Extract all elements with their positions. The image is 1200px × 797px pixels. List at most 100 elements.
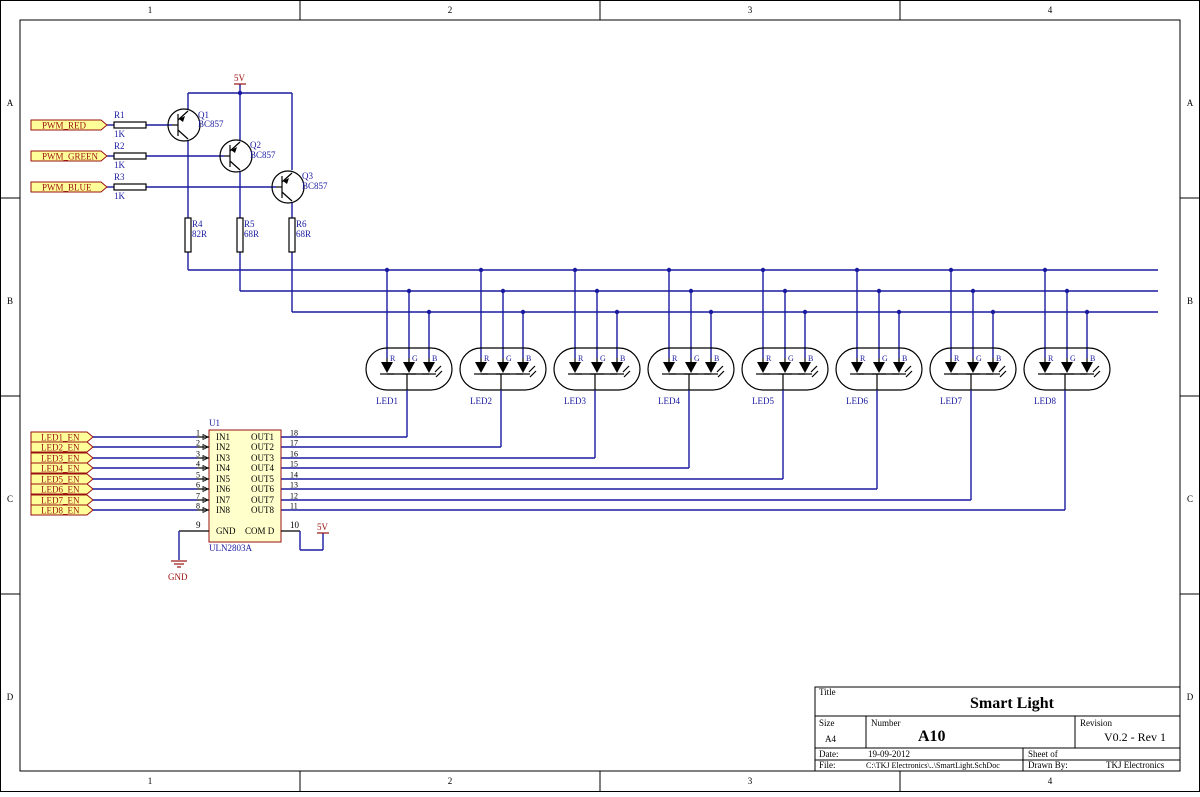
tb-file: C:\TKJ Electronics\..\SmartLight.SchDoc <box>866 761 1000 770</box>
port-pwm-blue-label: PWM_BLUE <box>42 183 92 193</box>
rgb-led-3-pin-letter: B <box>620 354 625 363</box>
uln-gnd-pin: 9 <box>196 520 201 530</box>
rgb-led-2-ref: LED2 <box>470 396 492 406</box>
rgb-led-4-pin-letter: R <box>672 354 678 363</box>
transistor-q1-ref: Q1 <box>198 110 209 120</box>
power-5v-uln-label: 5V <box>317 522 329 532</box>
rgb-led-5-ref: LED5 <box>752 396 774 406</box>
port-pwm-green-shape <box>30 150 108 162</box>
transistor-q2-symbol <box>219 139 253 173</box>
port-led2_en: LED2_EN <box>30 441 197 453</box>
rgb-led-8-pin-letter: B <box>1090 354 1095 363</box>
resistor-r2-ref: R2 <box>114 141 125 151</box>
port-led3_en-label: LED3_EN <box>41 454 80 464</box>
tb-number: A10 <box>918 728 946 745</box>
port-led5_en-label: LED5_EN <box>41 475 80 485</box>
uln-com-label: COM D <box>245 526 275 536</box>
port-led1_en: LED1_EN <box>30 431 197 443</box>
resistor-r3-value: 1K <box>114 191 126 201</box>
rgb-led-6: R G B LED6 <box>281 267 923 490</box>
port-led8_en-label: LED8_EN <box>41 506 80 516</box>
title-block: Title Smart Light Size A4 Number A10 Rev… <box>814 686 1181 772</box>
rgb-led-2-pin-letter: G <box>506 354 512 363</box>
transistor-q3-part: BC857 <box>302 181 328 191</box>
rgb-led-4-package <box>647 347 735 391</box>
port-led4_en: LED4_EN <box>30 462 197 474</box>
port-led7_en-label: LED7_EN <box>41 496 80 506</box>
driver-wires <box>107 84 1158 313</box>
zone-row-d-right: D <box>1187 692 1194 702</box>
rgb-led-5-pin-letter: R <box>766 354 772 363</box>
rgb-led-3: R G B LED3 <box>281 267 641 459</box>
transistor-q3-symbol <box>271 170 305 204</box>
rgb-led-2-pin-letter: R <box>484 354 490 363</box>
rgb-led-3-ref: LED3 <box>564 396 586 406</box>
rgb-led-5-package <box>741 347 829 391</box>
zone-col-3-top: 3 <box>748 5 753 15</box>
zone-col-3-bottom: 3 <box>748 776 753 786</box>
rgb-led-5: R G B LED5 <box>281 267 829 480</box>
zone-row-a-right: A <box>1187 98 1194 108</box>
uln-output-label: OUT1 <box>251 432 274 442</box>
port-led7_en: LED7_EN <box>30 494 197 506</box>
rgb-led-2-pin-letter: B <box>526 354 531 363</box>
rgb-led-8-package <box>1023 347 1111 391</box>
uln-input-pin-number: 5 <box>196 471 200 480</box>
rgb-led-8-pin-letter: R <box>1048 354 1054 363</box>
uln-input-pin-number: 1 <box>196 429 200 438</box>
rgb-led-5-pin-letter: B <box>808 354 813 363</box>
uln-output-pin-number: 15 <box>290 460 298 469</box>
resistor-r6-ref: R6 <box>296 219 307 229</box>
uln-input-pin-number: 4 <box>196 460 200 469</box>
uln-input-5: 5 IN5 <box>196 471 230 485</box>
tb-drawn-label: Drawn By: <box>1028 760 1068 770</box>
uln-output-pin-number: 17 <box>290 439 298 448</box>
rgb-led-1-pin-letter: B <box>432 354 437 363</box>
zone-row-a-left: A <box>7 98 14 108</box>
gnd-label: GND <box>168 572 188 582</box>
tb-size-label: Size <box>819 718 835 728</box>
uln-input-label: IN1 <box>216 432 230 442</box>
resistor-r3-ref: R3 <box>114 172 125 182</box>
rgb-led-7-pin-letter: R <box>954 354 960 363</box>
zone-row-d-left: D <box>7 692 14 702</box>
port-led4_en-label: LED4_EN <box>41 464 80 474</box>
port-led6_en-label: LED6_EN <box>41 485 80 495</box>
uln-ref: U1 <box>209 418 220 428</box>
zone-col-4-bottom: 4 <box>1048 776 1053 786</box>
transistors: Q1 BC857 Q2 BC857 Q3 BC857 <box>167 108 328 204</box>
rgb-led-6-ref: LED6 <box>846 396 868 406</box>
rgb-led-6-package <box>835 347 923 391</box>
zone-col-2-bottom: 2 <box>448 776 453 786</box>
uln-output-pin-number: 12 <box>290 492 298 501</box>
resistor-r5-body <box>236 217 244 253</box>
resistor-r4-ref: R4 <box>192 219 203 229</box>
rgb-led-6-pin-letter: B <box>902 354 907 363</box>
uln-output-label: OUT7 <box>251 495 274 505</box>
base-resistors: R1 1K R2 1K R3 1K <box>113 110 147 201</box>
rgb-led-1-ref: LED1 <box>376 396 398 406</box>
resistor-r4-value: 82R <box>192 229 207 239</box>
rgb-led-4-pin-letter: G <box>694 354 700 363</box>
rgb-led-3-package <box>553 347 641 391</box>
resistor-r2-body <box>113 152 147 160</box>
uln-output-label: OUT6 <box>251 484 274 494</box>
resistor-r1-body <box>113 121 147 129</box>
uln-input-label: IN5 <box>216 474 230 484</box>
resistor-r3-body <box>113 183 147 191</box>
power-5v-top-label: 5V <box>234 73 246 83</box>
resistor-r6-body <box>288 217 296 253</box>
zone-col-2-top: 2 <box>448 5 453 15</box>
rgb-led-1-pin-letter: R <box>390 354 396 363</box>
zone-row-b-left: B <box>7 296 13 306</box>
